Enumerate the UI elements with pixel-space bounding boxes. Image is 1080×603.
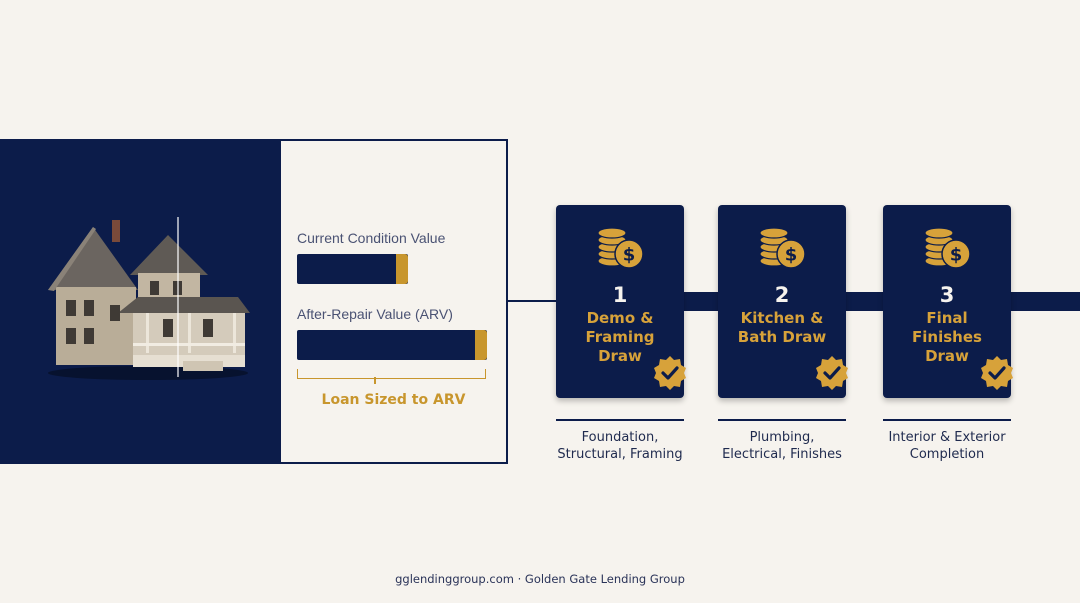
draw-divider	[556, 419, 684, 421]
draw-caption: Plumbing, Electrical, Finishes	[722, 430, 842, 462]
valuation-card: Current Condition Value After-Repair Val…	[279, 139, 508, 464]
draw-divider	[718, 419, 846, 421]
draw-caption: Foundation, Structural, Framing	[557, 430, 683, 462]
arv-bracket	[297, 369, 486, 379]
draw-caption: Interior & Exterior Completion	[888, 430, 1006, 462]
svg-text:$: $	[950, 245, 963, 266]
arv-bar	[297, 330, 487, 360]
draw-title: Demo & Framing Draw	[585, 309, 655, 365]
loan-sized-label: Loan Sized to ARV	[321, 392, 466, 408]
arv-label: After-Repair Value (ARV)	[297, 306, 453, 322]
current-value-bar-cap	[396, 254, 408, 284]
draw-divider	[883, 419, 1011, 421]
check-badge-icon	[814, 355, 850, 391]
draw-number: 1	[612, 283, 628, 307]
house-illustration	[48, 217, 250, 380]
draw-number: 3	[939, 283, 955, 307]
footer-text: gglendinggroup.com · Golden Gate Lending…	[395, 572, 685, 586]
coins-dollar-icon: $	[921, 221, 973, 273]
coins-dollar-icon: $	[756, 221, 808, 273]
draw-number: 2	[774, 283, 790, 307]
check-badge-icon	[979, 355, 1015, 391]
draw-title: Final Finishes Draw	[912, 309, 982, 365]
coins-dollar-icon: $	[594, 221, 646, 273]
svg-text:$: $	[623, 245, 636, 266]
current-value-bar	[297, 254, 408, 284]
connector-line	[508, 300, 558, 302]
svg-text:$: $	[785, 245, 798, 266]
current-value-label: Current Condition Value	[297, 230, 446, 246]
draw-title: Kitchen & Bath Draw	[737, 309, 827, 346]
arv-bracket-tick	[374, 377, 376, 384]
check-badge-icon	[652, 355, 688, 391]
arv-bar-cap	[475, 330, 487, 360]
